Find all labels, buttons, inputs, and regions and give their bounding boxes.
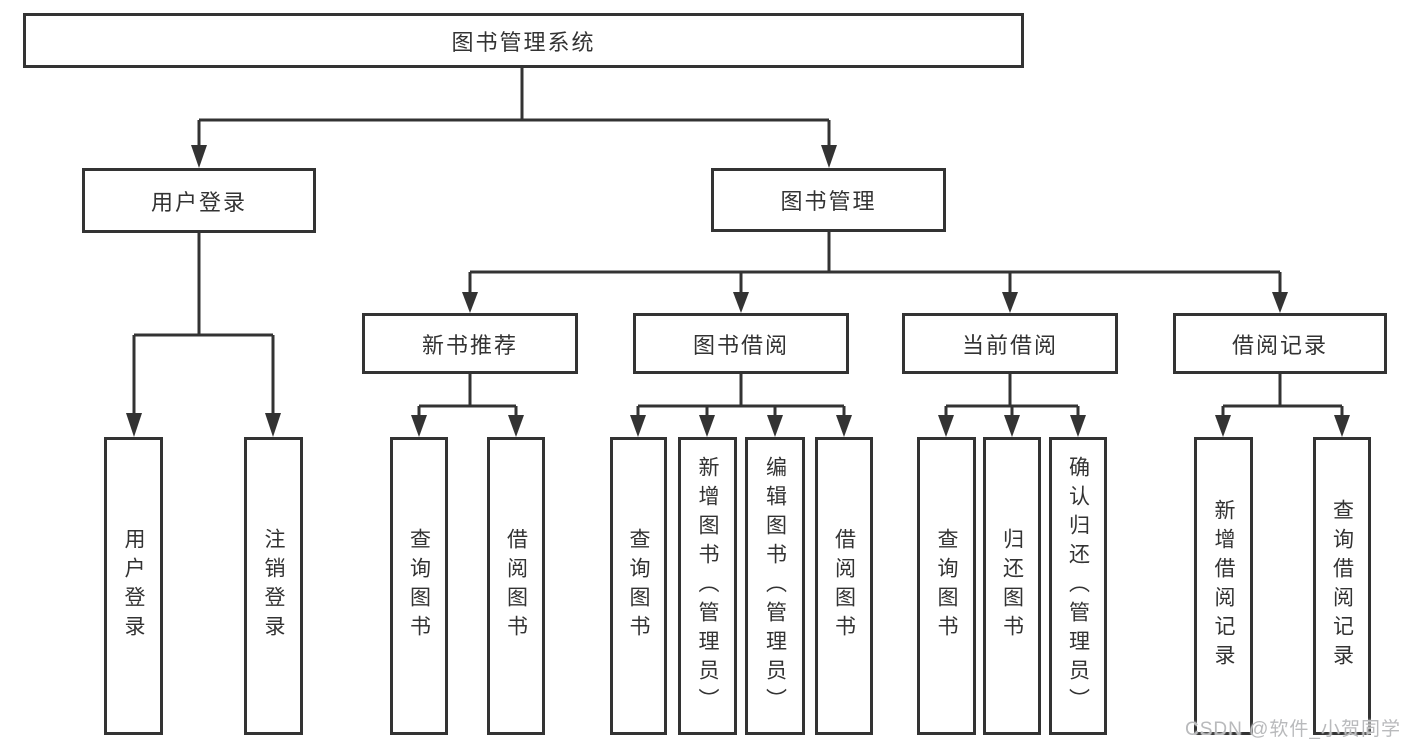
leaf-return-books: 归还图书 (983, 437, 1041, 735)
node-borrow-records: 借阅记录 (1173, 313, 1387, 374)
leaf-logout-login: 注销登录 (244, 437, 303, 735)
leaf-query-books-current: 查询图书 (917, 437, 976, 735)
node-book-management: 图书管理 (711, 168, 946, 232)
node-user-login: 用户登录 (82, 168, 316, 233)
leaf-add-books-admin: 新增图书（管理员） (678, 437, 737, 735)
node-current-borrow: 当前借阅 (902, 313, 1118, 374)
leaf-query-borrow-record-label: 查询借阅记录 (1330, 499, 1354, 673)
leaf-edit-books-admin-label: 编辑图书（管理员） (763, 455, 787, 717)
leaf-borrow-books-recommend-label: 借阅图书 (504, 528, 528, 644)
leaf-query-books-current-label: 查询图书 (935, 528, 958, 644)
leaf-logout-login-label: 注销登录 (262, 528, 285, 644)
node-root: 图书管理系统 (23, 13, 1024, 68)
leaf-confirm-return-admin: 确认归还（管理员） (1049, 437, 1107, 735)
csdn-watermark: CSDN @软件_小贺同学 (1185, 719, 1401, 740)
leaf-user-login-label: 用户登录 (122, 528, 145, 644)
leaf-add-borrow-record: 新增借阅记录 (1194, 437, 1253, 735)
leaf-borrow-books-recommend: 借阅图书 (487, 437, 545, 735)
leaf-query-books-recommend: 查询图书 (390, 437, 448, 735)
leaf-edit-books-admin: 编辑图书（管理员） (745, 437, 805, 735)
leaf-add-borrow-record-label: 新增借阅记录 (1212, 499, 1235, 673)
leaf-borrow-books-label: 借阅图书 (832, 528, 856, 644)
leaf-return-books-label: 归还图书 (1000, 528, 1024, 644)
leaf-borrow-books: 借阅图书 (815, 437, 873, 735)
leaf-confirm-return-admin-label: 确认归还（管理员） (1066, 455, 1090, 717)
leaf-query-books-borrow: 查询图书 (610, 437, 667, 735)
leaf-query-books-borrow-label: 查询图书 (627, 528, 650, 644)
leaf-query-borrow-record: 查询借阅记录 (1313, 437, 1371, 735)
leaf-query-books-recommend-label: 查询图书 (407, 528, 431, 644)
leaf-user-login: 用户登录 (104, 437, 163, 735)
node-book-borrow: 图书借阅 (633, 313, 849, 374)
leaf-add-books-admin-label: 新增图书（管理员） (696, 455, 719, 717)
node-new-book-recommend: 新书推荐 (362, 313, 578, 374)
